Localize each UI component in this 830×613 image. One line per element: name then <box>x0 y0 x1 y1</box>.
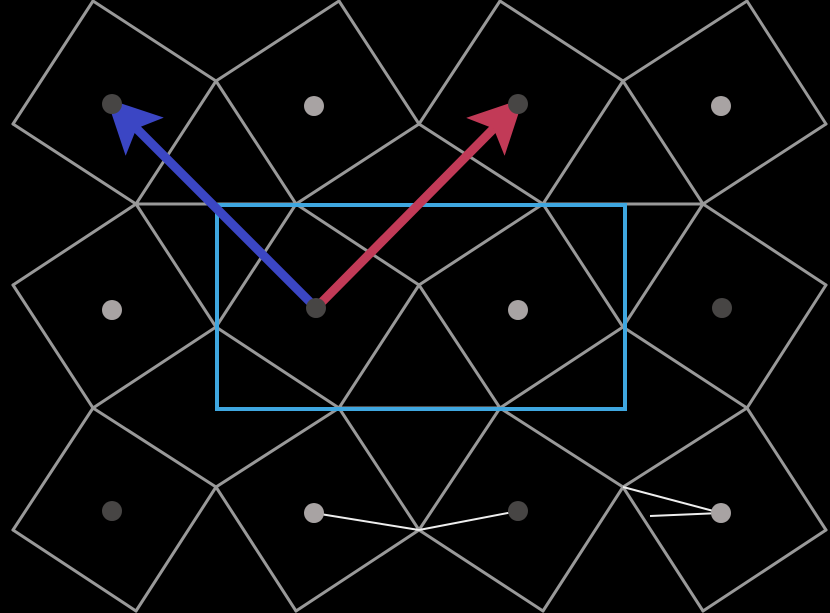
tile-edge <box>214 325 341 410</box>
tile-edge <box>134 202 218 329</box>
dark-lattice-point <box>508 501 528 521</box>
tile-edge <box>621 79 705 206</box>
lattice-points <box>102 94 732 523</box>
tile-edge <box>621 0 749 83</box>
tile-edge <box>214 485 298 613</box>
tile-edge <box>337 406 421 532</box>
tile-edge <box>417 202 545 287</box>
connector-line <box>622 486 722 514</box>
tile-edge <box>294 528 421 613</box>
tile-edge <box>498 406 625 489</box>
tile-edge <box>11 202 138 287</box>
tile-edge <box>134 485 218 613</box>
tile-edge <box>701 122 828 206</box>
light-lattice-point <box>102 300 122 320</box>
tile-edge <box>91 0 218 83</box>
tile-edge <box>337 283 421 410</box>
tile-edge <box>214 202 298 329</box>
tile-edge <box>541 79 625 206</box>
tile-edge <box>417 528 545 613</box>
connector-line <box>649 512 722 517</box>
tile-edge <box>541 485 625 613</box>
tile-edge <box>417 283 502 410</box>
tile-edge <box>11 528 138 613</box>
tile-edge <box>91 325 218 410</box>
tile-edge <box>498 325 625 410</box>
dark-lattice-point <box>102 501 122 521</box>
tile-edge <box>337 0 421 126</box>
dark-lattice-point <box>102 94 122 114</box>
connector-lines <box>313 486 722 531</box>
tile-edge <box>745 0 828 126</box>
tile-edge <box>214 79 298 206</box>
connector-line <box>418 510 519 531</box>
tile-edge <box>621 485 705 613</box>
tile-edge <box>134 79 218 206</box>
light-lattice-point <box>304 503 324 523</box>
dark-lattice-point <box>306 298 326 318</box>
vector-a1-arrow <box>106 98 320 312</box>
dark-lattice-point <box>508 94 528 114</box>
light-lattice-point <box>304 96 324 116</box>
tile-edge <box>621 325 749 410</box>
tile-edge <box>214 406 341 489</box>
tile-edge <box>417 406 502 532</box>
tile-edge <box>294 122 421 206</box>
tile-edge <box>294 202 421 287</box>
light-lattice-point <box>711 96 731 116</box>
tile-edge <box>621 202 705 329</box>
tile-edge <box>498 0 625 83</box>
lattice-vectors <box>106 98 524 312</box>
tile-edge <box>11 406 95 532</box>
tile-edge <box>91 406 218 489</box>
tile-edge <box>701 528 828 613</box>
light-lattice-point <box>508 300 528 320</box>
light-lattice-point <box>711 503 731 523</box>
tile-edge <box>541 202 625 329</box>
tile-edge <box>745 283 828 410</box>
tile-edge <box>11 283 95 410</box>
tile-edge <box>701 202 828 287</box>
tile-edges <box>11 0 828 613</box>
tile-edge <box>11 0 95 126</box>
tile-edge <box>417 0 502 126</box>
tile-edge <box>417 122 545 206</box>
connector-line <box>313 512 420 531</box>
tile-edge <box>214 0 341 83</box>
dark-lattice-point <box>712 298 732 318</box>
tile-edge <box>621 406 749 489</box>
vector-a2-arrow <box>312 98 524 312</box>
tile-edge <box>745 406 828 532</box>
tile-edge <box>11 122 138 206</box>
